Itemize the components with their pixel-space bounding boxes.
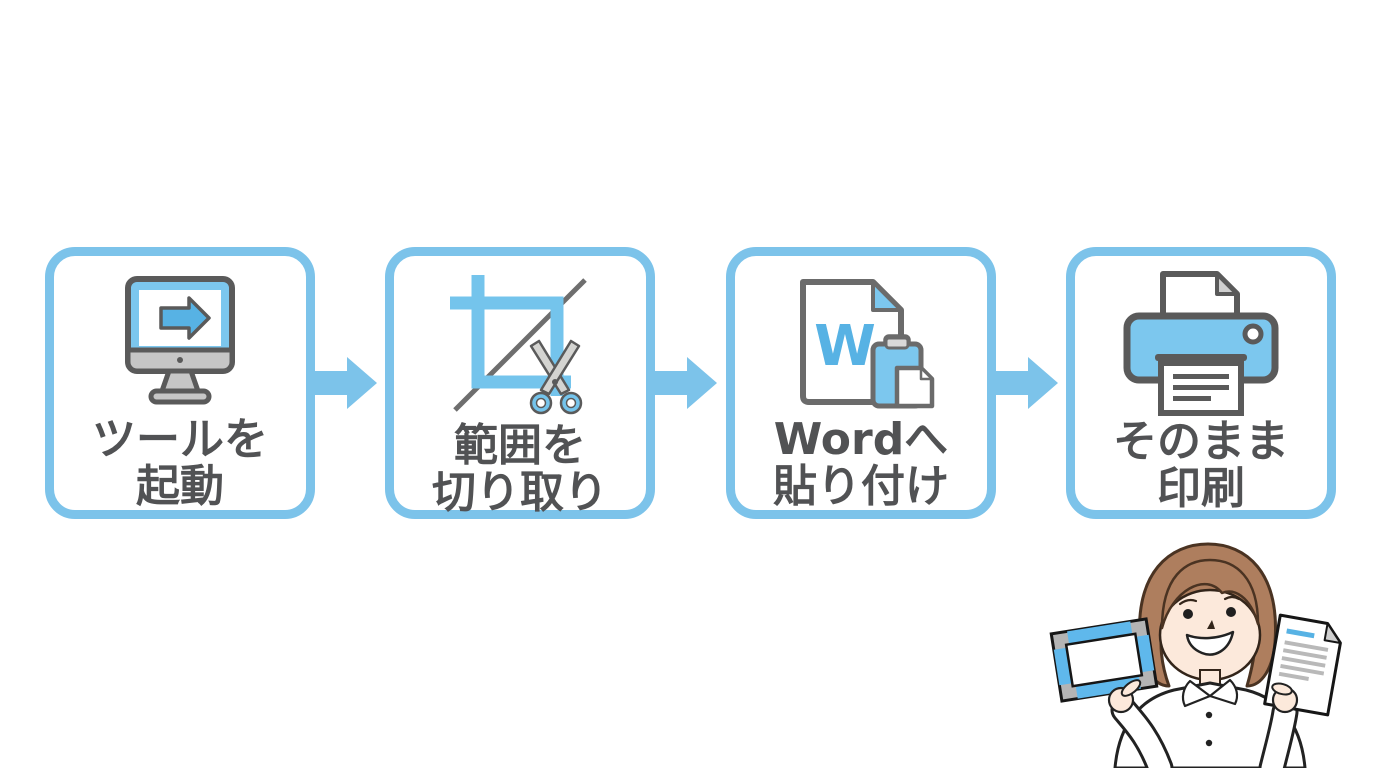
flow-arrow-icon bbox=[315, 357, 377, 409]
nose bbox=[1207, 620, 1215, 629]
step-label: Wordへ 貼り付け bbox=[773, 416, 949, 510]
collar-left bbox=[1181, 679, 1212, 708]
word-letter: W bbox=[814, 314, 876, 379]
button bbox=[1205, 739, 1213, 747]
step-label-line2: 印刷 bbox=[1157, 463, 1245, 515]
step-label: 範囲を 切り取り bbox=[432, 422, 608, 516]
monitor-launch-icon bbox=[105, 270, 255, 414]
step-label-line1: ツールを bbox=[92, 413, 268, 465]
step-card-launch-tool: ツールを 起動 bbox=[45, 247, 315, 519]
arm-left bbox=[1113, 699, 1171, 768]
eye-right bbox=[1226, 607, 1236, 617]
crop-scissors-icon bbox=[445, 270, 595, 420]
finger-left bbox=[1120, 679, 1142, 697]
face bbox=[1158, 588, 1262, 682]
mouth bbox=[1185, 630, 1235, 656]
eyebrow-left bbox=[1178, 598, 1198, 606]
step-label-line1: そのまま bbox=[1113, 416, 1289, 467]
step-label-line1: Wordへ bbox=[773, 413, 949, 465]
step-label-line1: 範囲を bbox=[454, 420, 586, 471]
eyebrow-right bbox=[1223, 595, 1241, 601]
flow-arrow-icon bbox=[996, 357, 1058, 409]
finger-right bbox=[1271, 682, 1293, 696]
step-card-paste-to-word: W Wordへ 貼り付け bbox=[726, 247, 996, 519]
step-label-line2: 切り取り bbox=[432, 467, 608, 519]
step-card-print: そのまま 印刷 bbox=[1066, 247, 1336, 519]
printer-icon bbox=[1121, 270, 1281, 416]
word-paste-icon: W bbox=[785, 270, 937, 414]
button bbox=[1205, 711, 1213, 719]
eye-left bbox=[1183, 609, 1193, 619]
step-label: そのまま 印刷 bbox=[1113, 418, 1289, 512]
step-label-line2: 貼り付け bbox=[773, 460, 949, 512]
hair-bangs bbox=[1160, 558, 1260, 630]
flow-arrow-icon bbox=[655, 357, 717, 409]
arm-right bbox=[1261, 701, 1296, 768]
collar-right bbox=[1208, 678, 1239, 706]
step-label-line2: 起動 bbox=[136, 460, 224, 512]
woman-illustration bbox=[1049, 542, 1342, 768]
step-card-crop-range: 範囲を 切り取り bbox=[385, 247, 655, 519]
step-label: ツールを 起動 bbox=[92, 416, 268, 510]
screenshot-frame bbox=[1049, 617, 1159, 703]
